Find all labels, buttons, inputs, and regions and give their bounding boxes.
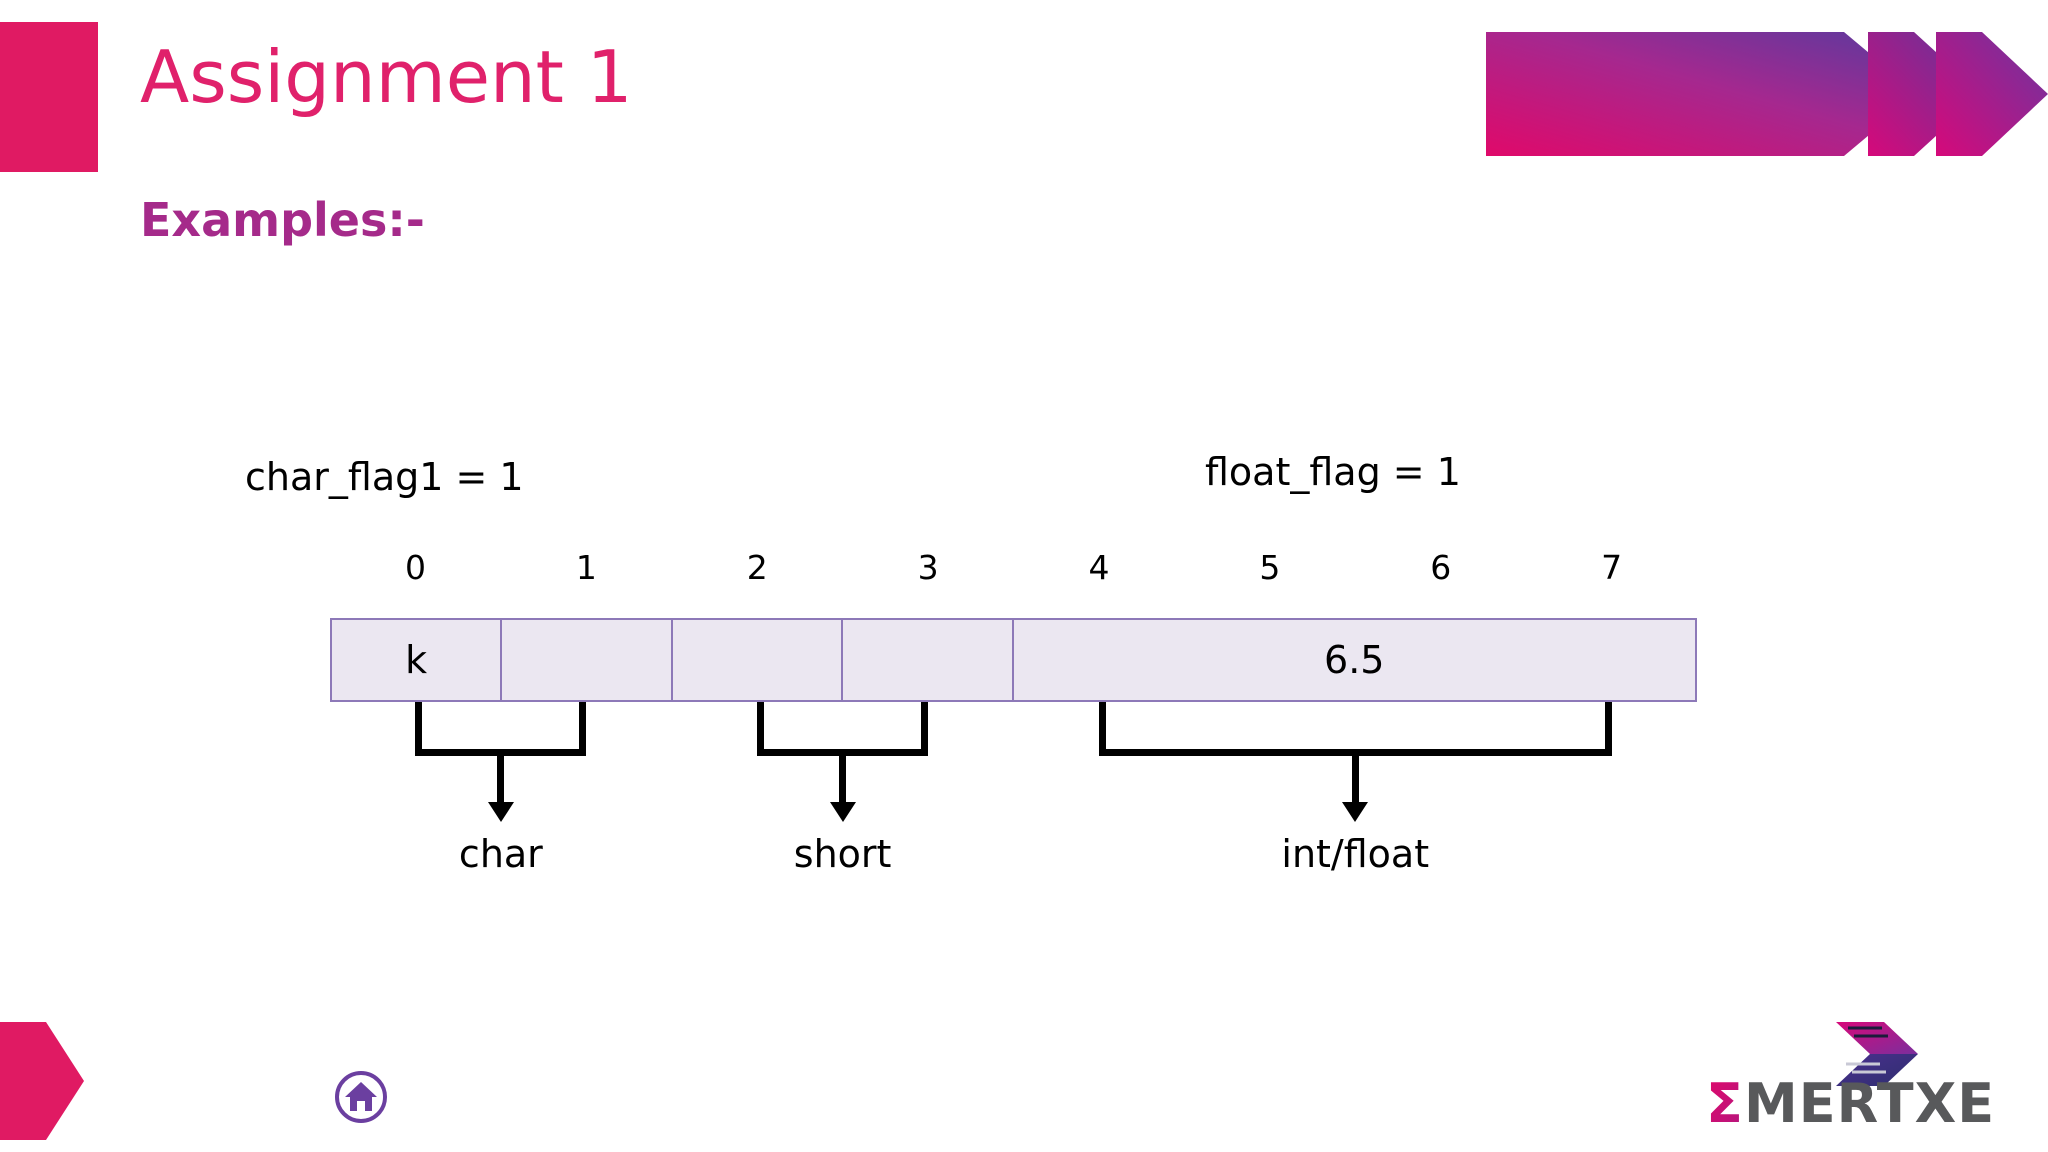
memory-index-ruler: 0 1 2 3 4 5 6 7 (330, 548, 1697, 594)
memory-index-0: 0 (404, 548, 426, 587)
memory-index-5: 5 (1259, 548, 1281, 587)
memory-layout-table: k 6.5 (330, 618, 1697, 702)
decorative-square-top-left (0, 22, 98, 172)
brand-logo-emertxe: Ʃ MERTXE (1696, 1014, 2026, 1138)
memory-cell-0: k (332, 620, 503, 700)
memory-cell-4: 6.5 (1324, 638, 1385, 682)
bracket-arrowhead-1 (829, 802, 856, 822)
decorative-banner-top-right (1486, 14, 2048, 174)
home-icon[interactable] (334, 1070, 388, 1124)
bracket-char (415, 702, 587, 756)
bracket-stem-2 (1351, 756, 1359, 804)
variable-label-float-flag: float_flag = 1 (1205, 450, 1461, 494)
bracket-short (757, 702, 929, 756)
svg-text:MERTXE: MERTXE (1744, 1072, 1995, 1135)
arrow-shape-icon (0, 1022, 84, 1140)
memory-cell-2 (673, 620, 844, 700)
page-title: Assignment 1 (140, 35, 633, 119)
variable-label-char-flag1: char_flag1 = 1 (245, 455, 524, 499)
bracket-label-int-float: int/float (1281, 832, 1430, 876)
memory-cell-1 (502, 620, 673, 700)
memory-index-3: 3 (917, 548, 939, 587)
emertxe-logo-icon: Ʃ MERTXE (1706, 1022, 1995, 1135)
memory-index-2: 2 (746, 548, 768, 587)
memory-index-4: 4 (1088, 548, 1110, 587)
bracket-label-char: char (458, 832, 543, 876)
bracket-int-float (1098, 702, 1612, 756)
memory-index-6: 6 (1430, 548, 1452, 587)
decorative-arrow-bottom-left (0, 1022, 84, 1140)
bracket-arrowhead-2 (1342, 802, 1369, 822)
memory-index-1: 1 (575, 548, 597, 587)
bracket-arrowhead-0 (487, 802, 514, 822)
bracket-stem-0 (497, 756, 505, 804)
banner-arrow-icon (1486, 32, 2048, 156)
section-subtitle: Examples:- (140, 193, 425, 247)
bracket-stem-1 (839, 756, 847, 804)
memory-index-7: 7 (1601, 548, 1623, 587)
bracket-label-short: short (793, 832, 892, 876)
svg-text:Ʃ: Ʃ (1706, 1072, 1743, 1135)
home-glyph-icon (335, 1071, 387, 1123)
memory-cell-3 (843, 620, 1014, 700)
